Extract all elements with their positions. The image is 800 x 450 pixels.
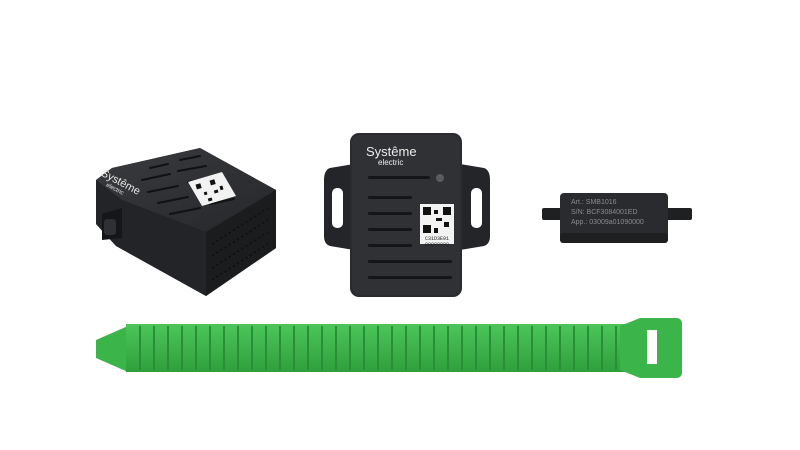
label-line1: C31D3E91	[424, 236, 449, 242]
qr-code-icon	[420, 204, 454, 244]
brand-line2: electric	[378, 158, 404, 167]
qr-code-icon	[188, 172, 236, 206]
sensor-front-label: C31D3E91 00000000	[421, 236, 453, 248]
tag-line2: S/N: BCF3084001ED	[571, 209, 638, 216]
label-line2: 00000000	[424, 242, 449, 248]
brand-line1: Systême	[366, 144, 417, 159]
strap-ribs	[139, 326, 617, 370]
tag-line1: Art.: SMB1016	[571, 199, 617, 206]
tag-label: Art.: SMB1016 S/N: BCF3084001ED App.: 03…	[571, 198, 644, 228]
sensor-front-brand: Systême electric	[366, 145, 417, 167]
tag-line3: App.: 03009a01090000	[571, 219, 644, 226]
